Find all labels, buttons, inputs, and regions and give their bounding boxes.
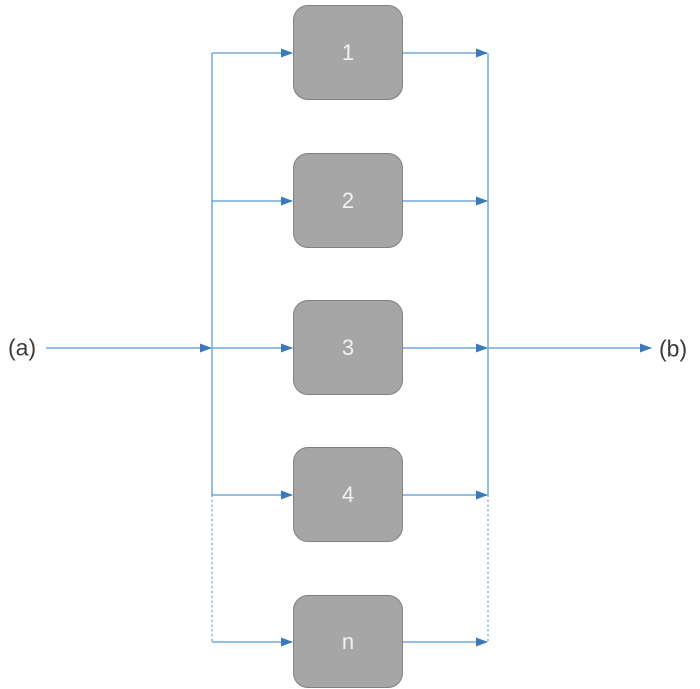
output-terminal-label: (b) [659, 335, 688, 362]
node-4[interactable]: 4 [293, 447, 403, 542]
node-2-label: 2 [341, 187, 355, 213]
node-n-label: n [341, 628, 355, 654]
node-3[interactable]: 3 [293, 300, 403, 395]
node-1[interactable]: 1 [293, 5, 403, 100]
node-2[interactable]: 2 [293, 153, 403, 248]
node-4-label: 4 [341, 481, 355, 507]
input-terminal-label: (a) [8, 334, 37, 361]
node-3-label: 3 [341, 334, 355, 360]
node-1-label: 1 [341, 39, 355, 65]
node-n[interactable]: n [293, 595, 403, 688]
